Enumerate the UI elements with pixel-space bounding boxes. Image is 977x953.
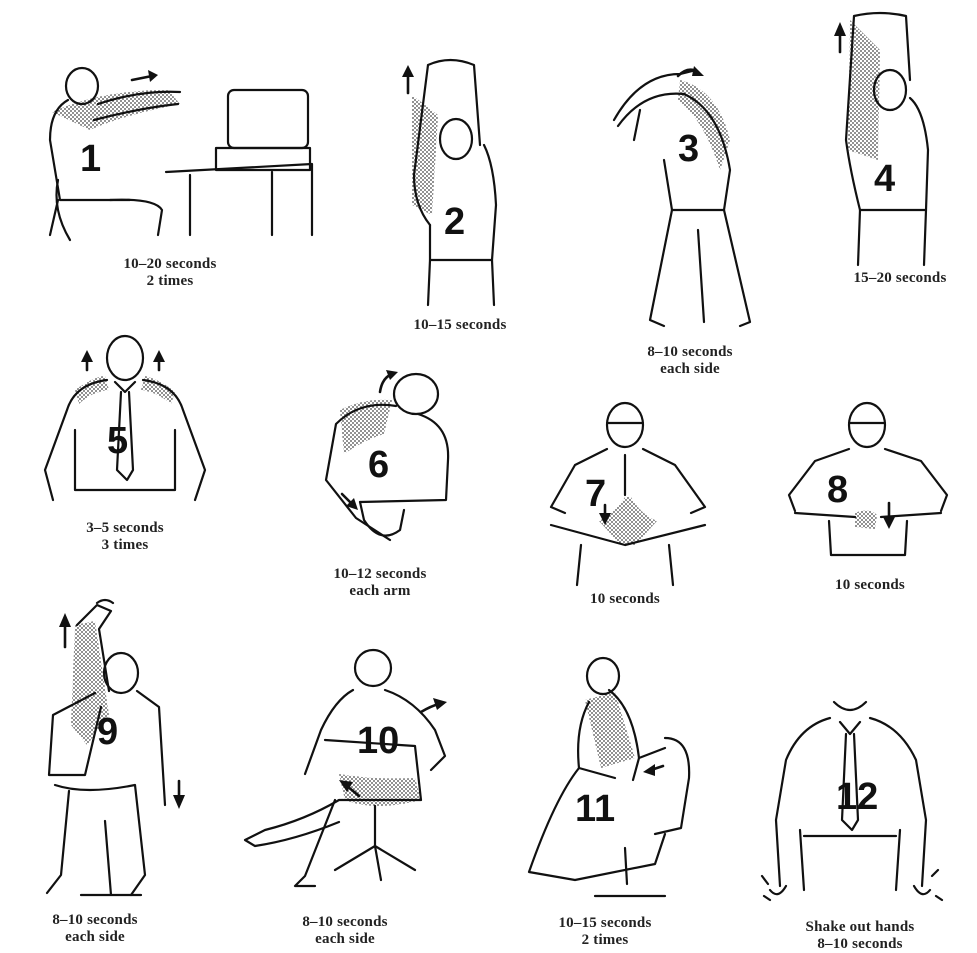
exercise-9: 9 8–10 seconds each side xyxy=(25,595,195,950)
exercise-9-caption: 8–10 seconds each side xyxy=(20,912,170,946)
exercise-5-caption: 3–5 seconds 3 times xyxy=(55,520,195,554)
exercise-9-number: 9 xyxy=(97,711,119,753)
exercise-10: 10 8–10 seconds each side xyxy=(235,648,480,950)
exercise-1-illustration xyxy=(48,66,314,242)
exercise-6-caption: 10–12 seconds each arm xyxy=(310,566,450,600)
exercise-5-caption-line-1: 3–5 seconds xyxy=(86,520,164,536)
exercise-5-number: 5 xyxy=(107,420,129,462)
exercise-3-illustration xyxy=(612,66,752,328)
exercise-4: 4 15–20 seconds xyxy=(820,10,970,295)
exercise-12-illustration xyxy=(760,700,944,902)
exercise-3-caption-line-1: 8–10 seconds xyxy=(647,344,733,360)
exercise-11-caption-line-1: 10–15 seconds xyxy=(558,915,652,931)
exercise-8-number: 8 xyxy=(827,469,849,511)
exercise-12-number: 12 xyxy=(836,776,879,818)
exercise-12: 12 Shake out hands 8–10 seconds xyxy=(760,700,960,953)
exercise-7-illustration xyxy=(549,401,707,587)
exercise-6: 6 10–12 seconds each arm xyxy=(300,370,470,602)
exercise-10-number: 10 xyxy=(357,720,400,762)
exercise-10-caption: 8–10 seconds each side xyxy=(270,914,420,948)
exercise-11-illustration xyxy=(527,656,691,898)
exercise-2-caption-line-1: 10–15 seconds xyxy=(413,317,507,333)
exercise-1-caption-line-1: 10–20 seconds xyxy=(123,256,217,272)
exercise-9-illustration xyxy=(45,598,185,897)
exercise-5-illustration xyxy=(43,334,207,502)
exercise-8-caption-line-1: 10 seconds xyxy=(835,577,905,593)
exercise-7-caption-line-1: 10 seconds xyxy=(590,591,660,607)
exercise-1-caption: 10–20 seconds 2 times xyxy=(90,256,250,290)
exercise-6-caption-line-1: 10–12 seconds xyxy=(333,566,427,582)
exercise-10-caption-line-1: 8–10 seconds xyxy=(302,914,388,930)
exercise-7-caption: 10 seconds xyxy=(555,591,695,608)
exercise-12-caption-line-1: Shake out hands xyxy=(805,919,915,935)
exercise-10-illustration xyxy=(243,648,447,888)
exercise-11: 11 10–15 seconds 2 times xyxy=(515,648,715,950)
exercise-4-caption: 15–20 seconds xyxy=(825,270,975,287)
exercise-11-caption-line-2: 2 times xyxy=(581,932,629,948)
exercise-1: 1 10–20 seconds 2 times xyxy=(40,60,320,300)
exercise-12-caption-line-2: 8–10 seconds xyxy=(817,936,903,952)
exercise-9-caption-line-2: each side xyxy=(65,929,125,945)
exercise-11-number: 11 xyxy=(575,788,616,830)
exercise-2-caption: 10–15 seconds xyxy=(385,317,535,334)
exercise-10-caption-line-2: each side xyxy=(315,931,375,947)
exercise-4-illustration xyxy=(834,11,930,267)
exercise-6-illustration xyxy=(324,370,450,542)
exercise-6-number: 6 xyxy=(368,444,390,486)
exercise-3: 3 8–10 seconds each side xyxy=(600,60,780,380)
exercise-5: 5 3–5 seconds 3 times xyxy=(35,330,215,560)
exercise-1-caption-line-2: 2 times xyxy=(146,273,194,289)
exercise-12-caption: Shake out hands 8–10 seconds xyxy=(780,919,940,953)
exercise-3-caption: 8–10 seconds each side xyxy=(620,344,760,378)
exercise-9-caption-line-1: 8–10 seconds xyxy=(52,912,138,928)
exercise-7-number: 7 xyxy=(585,473,607,515)
exercise-8-illustration xyxy=(787,401,949,557)
exercise-3-caption-line-2: each side xyxy=(660,361,720,377)
exercise-6-caption-line-2: each arm xyxy=(349,583,411,599)
exercise-2-number: 2 xyxy=(444,201,466,243)
exercise-11-caption: 10–15 seconds 2 times xyxy=(535,915,675,949)
exercise-2: 2 10–15 seconds xyxy=(390,55,540,340)
exercise-7: 7 10 seconds xyxy=(545,395,715,615)
exercise-4-number: 4 xyxy=(874,158,896,200)
exercise-8: 8 10 seconds xyxy=(785,395,955,600)
exercise-5-caption-line-2: 3 times xyxy=(101,537,149,553)
exercise-8-caption: 10 seconds xyxy=(800,577,940,594)
exercise-4-caption-line-1: 15–20 seconds xyxy=(853,270,947,286)
exercise-3-number: 3 xyxy=(678,128,700,170)
exercise-2-illustration xyxy=(402,58,498,307)
exercise-1-number: 1 xyxy=(80,138,102,180)
